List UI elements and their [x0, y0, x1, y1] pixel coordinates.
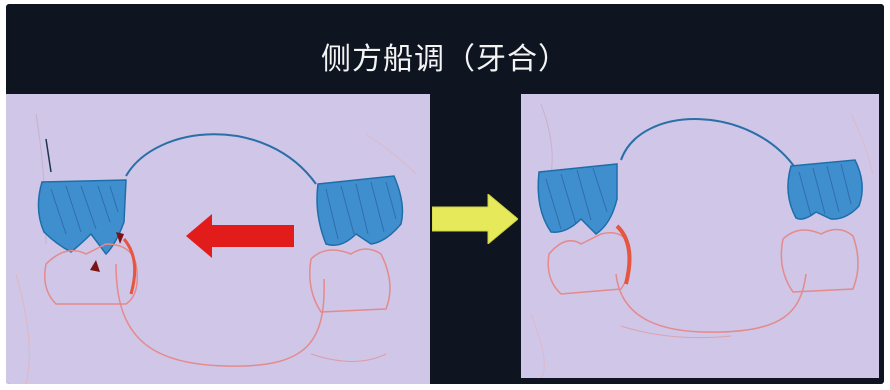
upper-tooth-right	[316, 175, 404, 246]
lower-jaw-outline	[615, 273, 807, 333]
right-arrow-icon	[432, 194, 518, 244]
slide-title: 侧方船调（牙合）	[321, 42, 569, 77]
sketch-after	[530, 103, 874, 378]
contact-marker	[116, 232, 124, 244]
presentation-slide: 侧方船调（牙合）	[6, 4, 884, 384]
lower-tooth-right	[780, 228, 859, 293]
panel-before	[6, 94, 430, 384]
panel-after	[521, 94, 879, 378]
left-arrow-icon	[186, 214, 294, 258]
lower-jaw-outline	[115, 263, 325, 367]
sketch-before	[15, 113, 417, 384]
upper-arch-outline	[125, 133, 317, 185]
upper-arch-outline	[620, 118, 797, 170]
lower-tooth-right	[309, 248, 391, 313]
upper-tooth-right	[787, 159, 863, 220]
contact-marker	[90, 260, 100, 272]
lower-tooth-left	[44, 243, 138, 305]
upper-tooth-left	[537, 163, 618, 235]
